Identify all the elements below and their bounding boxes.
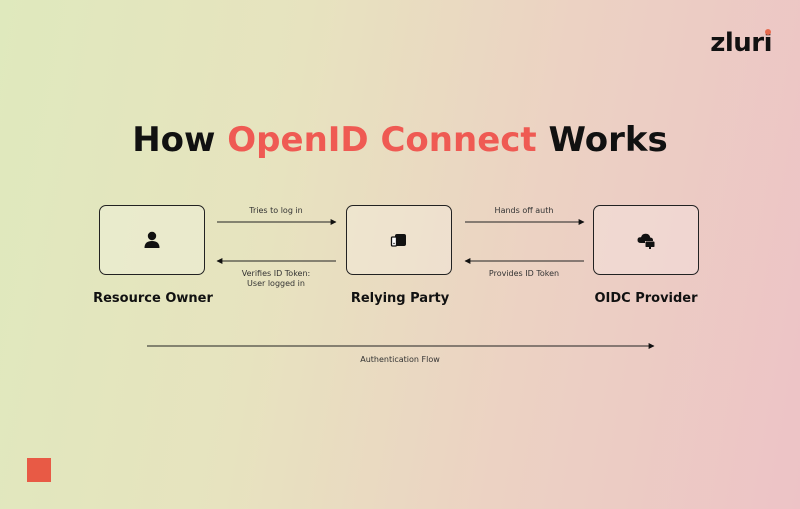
node-label-oidc-provider: OIDC Provider: [594, 291, 698, 306]
title-highlight: OpenID Connect: [227, 120, 537, 160]
page-title: How OpenID Connect Works: [0, 120, 800, 160]
node-oidc-provider: [593, 205, 699, 275]
logo-text: zluri: [710, 28, 772, 58]
edge-label-verifies-line2: User logged in: [247, 279, 305, 288]
flow-label: Authentication Flow: [360, 355, 440, 364]
edge-label-tries-to-log-in: Tries to log in: [249, 206, 303, 215]
node-relying-party: [346, 205, 452, 275]
title-part2: Works: [536, 120, 668, 160]
edge-label-hands-off-auth: Hands off auth: [494, 206, 554, 215]
decorative-square: [27, 458, 51, 482]
title-part1: How: [132, 120, 228, 160]
cloud-monitor-icon: [637, 233, 655, 249]
devices-icon: [390, 234, 406, 247]
edge-label-verifies-line1: Verifies ID Token:: [241, 269, 311, 278]
node-label-relying-party: Relying Party: [350, 291, 450, 306]
zluri-logo: zluri: [710, 28, 772, 58]
node-label-resource-owner: Resource Owner: [93, 291, 213, 306]
user-icon: [144, 231, 160, 248]
node-resource-owner: [99, 205, 205, 275]
edge-label-verifies-id-token: Verifies ID Token: User logged in: [206, 269, 346, 289]
edge-label-provides-id-token: Provides ID Token: [488, 269, 560, 278]
logo-dot: [765, 29, 771, 35]
